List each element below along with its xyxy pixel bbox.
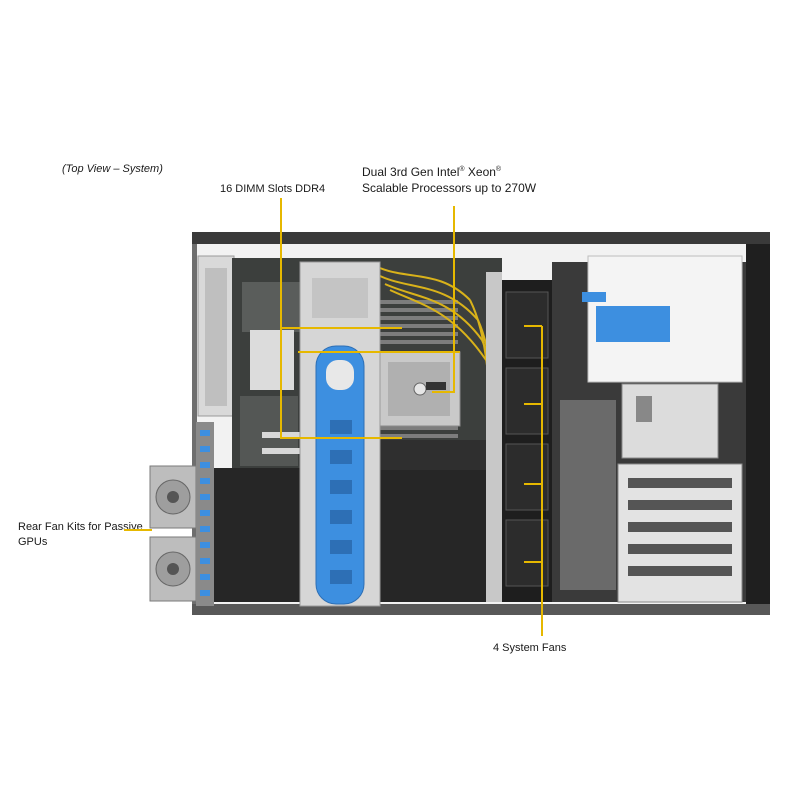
rear-fan-kits-callout: Rear Fan Kits for Passive GPUs (18, 521, 143, 548)
system-fans-callout: 4 System Fans (493, 642, 567, 654)
view-label: (Top View – System) (62, 163, 163, 175)
processor-callout: Dual 3rd Gen Intel® Xeon® Scalable Proce… (362, 164, 536, 196)
processor-callout-line2: Scalable Processors up to 270W (362, 181, 537, 195)
cpu-heatsink (377, 351, 461, 427)
leader-lines (124, 198, 543, 636)
drive-cage (552, 255, 746, 603)
dimm-leader (280, 198, 402, 439)
dimm-slots-callout: 16 DIMM Slots DDR4 (220, 183, 326, 195)
gpu-support-bracket (299, 261, 381, 607)
processor-callout-line1: Dual 3rd Gen Intel® Xeon® (362, 165, 502, 179)
rear-fan-kit-upper (149, 465, 197, 529)
power-supply-bay (197, 255, 235, 417)
cpu-leader (432, 206, 455, 393)
rear-fan-kit-lower (149, 536, 197, 602)
pcie-slot-column (196, 422, 214, 606)
